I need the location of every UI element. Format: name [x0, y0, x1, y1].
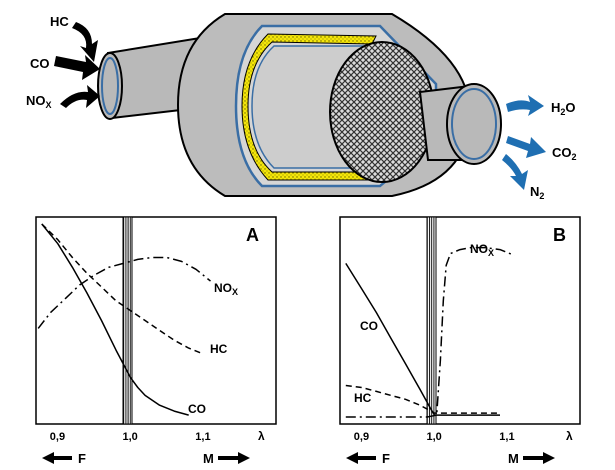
arrow-out-n2-icon — [502, 154, 528, 190]
panel-a-dir-left: F — [78, 451, 86, 466]
panel-b-tick-label: 0,9 — [354, 431, 369, 443]
panel-b-series-label-co: CO — [360, 319, 378, 333]
output-label-n2: N2 — [530, 184, 544, 201]
panel-b-arrow-right-icon — [523, 452, 555, 464]
panel-b-dir-left: F — [382, 451, 390, 466]
panel-a-arrow-right-icon — [218, 452, 250, 464]
converter-illustration: HC CO NOX H2O CO2 N2 — [26, 13, 577, 201]
panel-a-frame — [35, 216, 277, 425]
arrow-out-co2-icon — [506, 136, 546, 158]
arrow-out-h2o-icon — [506, 95, 544, 116]
input-label-nox: NOX — [26, 93, 52, 110]
panel-a-curve-co — [41, 223, 189, 416]
honeycomb-monolith — [329, 41, 435, 183]
panel-a-tick-label: 1,1 — [195, 431, 210, 443]
panel-a-curve-hc — [41, 223, 204, 355]
panel-a-series-label-hc: HC — [210, 342, 228, 356]
panel-b-series-label-hc: HC — [354, 391, 372, 405]
panel-b-stoich-band — [426, 216, 437, 425]
panel-b-curve-hc — [345, 384, 500, 414]
panel-b-curve-no — [345, 246, 515, 418]
panel-a: A NOX HC CO 0,9 1,0 1,1 λ F M — [35, 216, 277, 466]
panel-a-stoich-band — [122, 216, 133, 425]
panel-a-label: A — [246, 225, 259, 245]
panel-b-lambda: λ — [566, 429, 573, 443]
ceramic-mat — [241, 33, 377, 181]
panel-a-curve-no — [37, 256, 211, 329]
panel-b-dir-right: M — [508, 451, 519, 466]
panel-a-arrow-left-icon — [42, 452, 72, 464]
output-label-co2: CO2 — [552, 145, 577, 162]
panel-b-tick-label: 1,0 — [427, 431, 442, 443]
input-label-co: CO — [30, 56, 50, 71]
panel-a-series-label-co: CO — [188, 402, 206, 416]
outlet-opening — [446, 83, 502, 165]
panel-b-label: B — [553, 225, 566, 245]
panel-b-curve-co — [345, 263, 500, 416]
panel-b-frame — [339, 216, 581, 425]
arrow-in-hc-icon — [72, 22, 98, 62]
panel-b: B NOX CO HC 0,9 1,0 1,1 λ F M — [339, 216, 581, 466]
panel-a-series-label-nox: NOX — [214, 281, 238, 297]
panel-a-lambda: λ — [258, 429, 265, 443]
input-label-hc: HC — [50, 14, 69, 29]
panel-b-arrow-left-icon — [346, 452, 376, 464]
panel-b-tick-label: 1,1 — [499, 431, 514, 443]
panel-b-series-label-nox: NOX — [470, 242, 494, 258]
panel-a-tick-label: 1,0 — [123, 431, 138, 443]
output-label-h2o: H2O — [551, 100, 576, 117]
panel-a-tick-label: 0,9 — [50, 431, 65, 443]
arrow-in-nox-icon — [60, 85, 100, 108]
arrow-in-co-icon — [54, 55, 100, 80]
panel-a-dir-right: M — [203, 451, 214, 466]
